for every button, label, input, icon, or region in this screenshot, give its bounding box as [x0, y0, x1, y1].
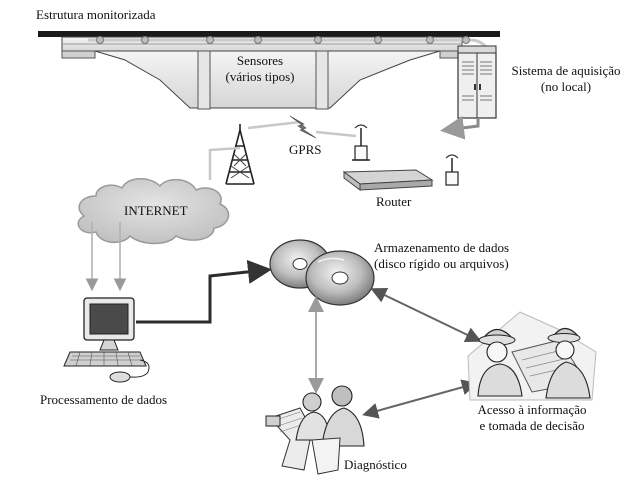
sensor-node: [206, 36, 214, 44]
sensor-node: [462, 36, 470, 44]
access-decision-label: Acesso à informação e tomada de decisão: [462, 402, 602, 434]
diagnostic-label: Diagnóstico: [344, 457, 407, 472]
sensor-node: [96, 36, 104, 44]
gprs-label: GPRS: [289, 142, 322, 157]
acquisition-label-line1: Sistema de aquisição: [511, 63, 621, 78]
processing-label: Processamento de dados: [40, 392, 168, 407]
storage-label-line1: Armazenamento de dados: [374, 240, 510, 255]
diagnostic-team-icon: [265, 385, 365, 475]
antenna-icon: [445, 154, 459, 186]
engineers-group-icon: [467, 311, 597, 401]
sensor-node: [314, 36, 322, 44]
structure-label: Estrutura monitorizada: [36, 7, 156, 22]
sensors-label-line1: Sensores: [236, 53, 284, 68]
mouse-icon: [109, 371, 131, 383]
internet-cloud-icon: [77, 178, 230, 245]
sensor-node: [374, 36, 382, 44]
acquisition-system-label: Sistema de aquisição (no local): [500, 63, 632, 95]
sensors-label-line2: (vários tipos): [225, 69, 295, 84]
computer-icon: [63, 297, 150, 383]
gprs-tower-icon: [225, 124, 255, 185]
antenna-icon: [352, 124, 370, 161]
sensor-node: [141, 36, 149, 44]
sensor-node: [254, 36, 262, 44]
sensors-label: Sensores (vários tipos): [205, 53, 315, 85]
acquisition-cabinet-icon: [457, 45, 497, 119]
storage-label-line2: (disco rígido ou arquivos): [374, 256, 509, 271]
storage-discs-icon: [269, 239, 375, 306]
access-label-line2: e tomada de decisão: [479, 418, 585, 433]
acquisition-label-line2: (no local): [540, 79, 592, 94]
access-label-line1: Acesso à informação: [477, 402, 587, 417]
internet-label: INTERNET: [124, 203, 188, 218]
storage-label: Armazenamento de dados (disco rígido ou …: [374, 240, 509, 272]
gprs-link: [247, 120, 301, 130]
sensor-node: [426, 36, 434, 44]
router-device-icon: [342, 169, 434, 191]
router-label: Router: [376, 194, 412, 209]
lightning-icon: [289, 115, 317, 139]
